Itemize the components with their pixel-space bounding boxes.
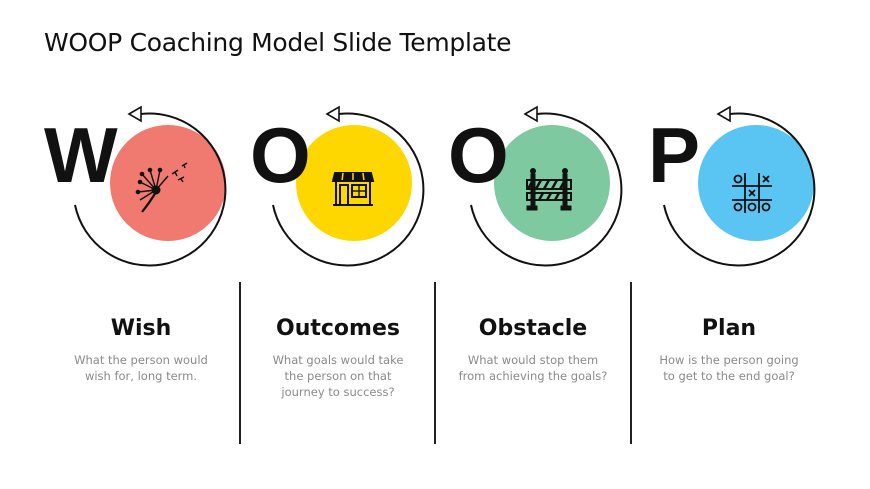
obstacle-arrow-head [523,105,538,123]
wish-arc-arrow [74,112,227,267]
obstacle-circle [494,125,610,241]
heading-outcomes: Outcomes [276,316,400,341]
plan-arc-arrow [663,112,816,267]
step-outcomes-graphic: O [250,105,425,267]
description-obstacle: What would stop them from achieving the … [458,353,608,383]
step-wish-graphic: W [44,105,227,267]
letter-o-obstacle: O [448,111,509,199]
heading-obstacle: Obstacle [478,316,588,341]
outcomes-circle [296,125,412,241]
heading-wish: Wish [110,316,172,341]
letter-o-outcomes: O [250,111,311,199]
letter-p: P [648,111,700,199]
dandelion-icon [135,162,188,213]
slide-title: WOOP Coaching Model Slide Template [44,28,512,57]
road-barrier-icon [526,168,572,211]
outcomes-arrow-head [325,105,340,123]
description-plan: How is the person going to get to the en… [659,353,799,383]
letter-w: W [44,111,118,199]
step-plan-graphic: P [648,105,816,267]
tic-tac-toe-icon [732,173,772,213]
outcomes-arc-arrow [272,112,425,267]
step-obstacle-graphic: O [448,105,623,267]
wish-circle [110,125,226,241]
divider-1 [239,282,241,444]
description-outcomes: What goals would take the person on that… [272,353,404,399]
divider-2 [434,282,436,444]
divider-3 [630,282,632,444]
plan-circle [698,125,814,241]
obstacle-arc-arrow [470,112,623,267]
description-wish: What the person would wish for, long ter… [74,353,208,383]
storefront-icon [331,172,375,206]
wish-arrow-head [127,105,142,123]
heading-plan: Plan [701,316,757,341]
plan-arrow-head [716,105,731,123]
